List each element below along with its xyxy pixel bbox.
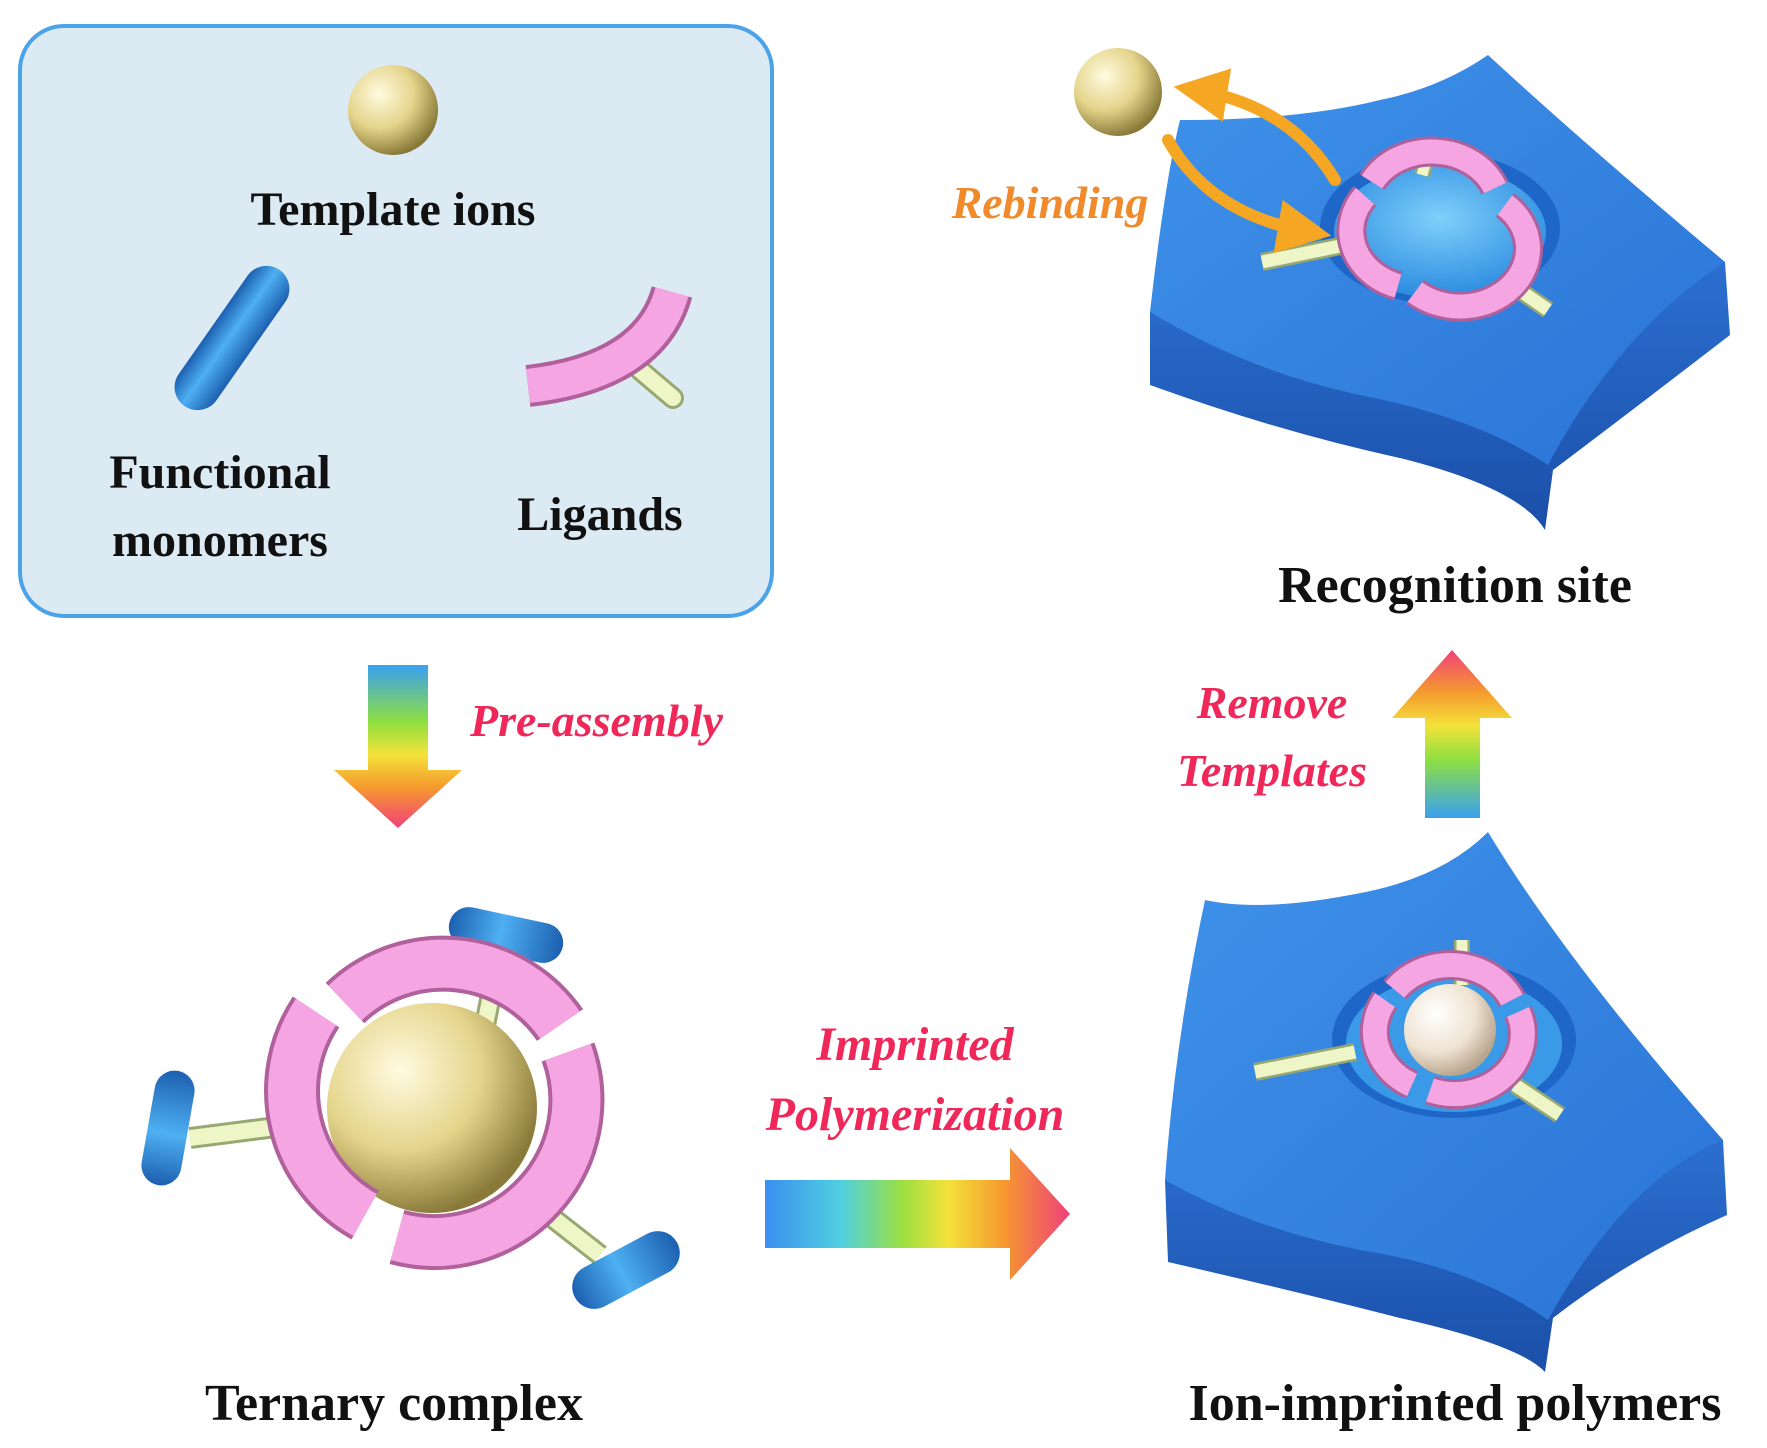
remove-templates-arrow-icon: [1392, 650, 1512, 818]
polymerization-arrow-icon: [765, 1148, 1070, 1280]
ternary-complex-caption: Ternary complex: [205, 1375, 583, 1432]
recognition-site-illustration: [1074, 48, 1730, 530]
template-ion-icon: [348, 65, 438, 155]
ligand-icon: [525, 285, 693, 409]
remove-label-line2: Templates: [1177, 745, 1367, 796]
functional-monomers-label-line2: monomers: [112, 514, 328, 567]
remove-label-line1: Remove: [1196, 677, 1348, 728]
pre-assembly-label: Pre-assembly: [469, 695, 724, 746]
rebinding-label: Rebinding: [951, 177, 1149, 228]
ligands-label: Ligands: [517, 488, 682, 541]
ion-imprinted-polymer-illustration: [1165, 832, 1727, 1372]
ternary-complex-illustration: [141, 907, 680, 1309]
legend-box: Template ions Functional monomers Ligand…: [18, 24, 774, 618]
functional-monomers-label-line1: Functional: [109, 446, 330, 499]
rebinding-arrows-icon: [1162, 68, 1341, 254]
imprinted-label-line2: Polymerization: [765, 1088, 1065, 1141]
functional-monomer-icon: [174, 265, 290, 411]
pre-assembly-arrow-icon: [334, 665, 462, 828]
imprinted-label-line1: Imprinted: [815, 1018, 1014, 1071]
ion-imprinted-polymers-caption: Ion-imprinted polymers: [1189, 1375, 1722, 1432]
template-ions-label: Template ions: [251, 183, 536, 236]
free-template-ion-icon: [1074, 48, 1162, 136]
recognition-site-caption: Recognition site: [1278, 557, 1632, 614]
